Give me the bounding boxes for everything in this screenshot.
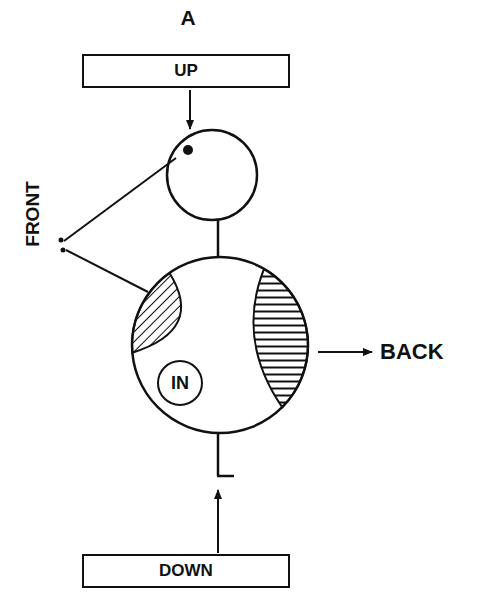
neck-line [217, 220, 220, 258]
beak-line [64, 158, 176, 241]
tip-dot [61, 248, 66, 253]
pointer-arrow [217, 490, 219, 553]
hatched-region [132, 273, 181, 353]
pointer-arrow [318, 351, 372, 353]
direction-label: BACK [380, 339, 444, 365]
head-circle [167, 130, 257, 220]
pointer-arrow [189, 90, 191, 129]
body-circle [132, 257, 308, 433]
foot-line [217, 475, 234, 478]
eye-dot [183, 145, 193, 155]
panel-letter: A [180, 6, 195, 30]
node-text: IN [171, 373, 189, 394]
direction-label: FRONT [22, 181, 44, 246]
inner-circle: IN [157, 360, 203, 406]
beak-line [66, 250, 148, 292]
node-text: DOWN [159, 561, 213, 581]
leg-line [217, 433, 220, 476]
node-text: UP [174, 61, 198, 81]
label-box: UP [82, 54, 290, 88]
label-box: DOWN [82, 554, 290, 588]
hatched-region [253, 269, 308, 407]
tip-dot [59, 238, 64, 243]
